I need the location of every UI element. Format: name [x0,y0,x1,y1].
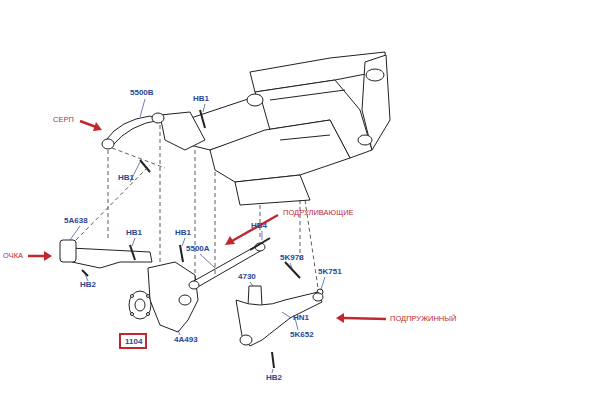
callout-number: HB1 [118,174,134,182]
callout-number: HN1 [293,314,309,322]
annotation-text: СЕРП [53,116,74,124]
bump-stop [248,286,262,306]
subframe-rear-member [210,120,350,182]
annotation-text: ПОДРУЛИВАЮЩИЕ [283,209,354,217]
callout-number: HB2 [266,374,282,382]
callout-number: 4A493 [174,336,198,344]
knuckle [148,262,198,332]
annotation-text: ОЧКА [3,252,23,260]
callout-number: 4730 [238,273,256,281]
callout-number: HB4 [251,222,267,230]
callout-number: 5500B [130,89,154,97]
callout-number: 5K751 [318,268,342,276]
callout-number: 5A638 [64,217,88,225]
lower-arm [70,248,152,268]
annotation-text: ПОДПРУЖИННЫЙ [390,315,456,323]
callout-number: HB1 [126,229,142,237]
lower-arm-bushing [60,240,76,262]
callout-number: HB2 [80,281,96,289]
subframe-lower [235,175,310,205]
callout-number: 5K652 [290,331,314,339]
callout-number: 5K978 [280,254,304,262]
sickle-arm [106,116,160,146]
callout-number: 5500A [186,245,210,253]
callout-number: HB1 [193,95,209,103]
spring-link [236,292,322,346]
highlight-box: 1104 [119,333,147,349]
subframe-bracket [160,112,205,150]
wheel-hub [129,291,151,319]
callout-number: HB1 [175,229,191,237]
callout-number: 1104 [125,338,141,346]
